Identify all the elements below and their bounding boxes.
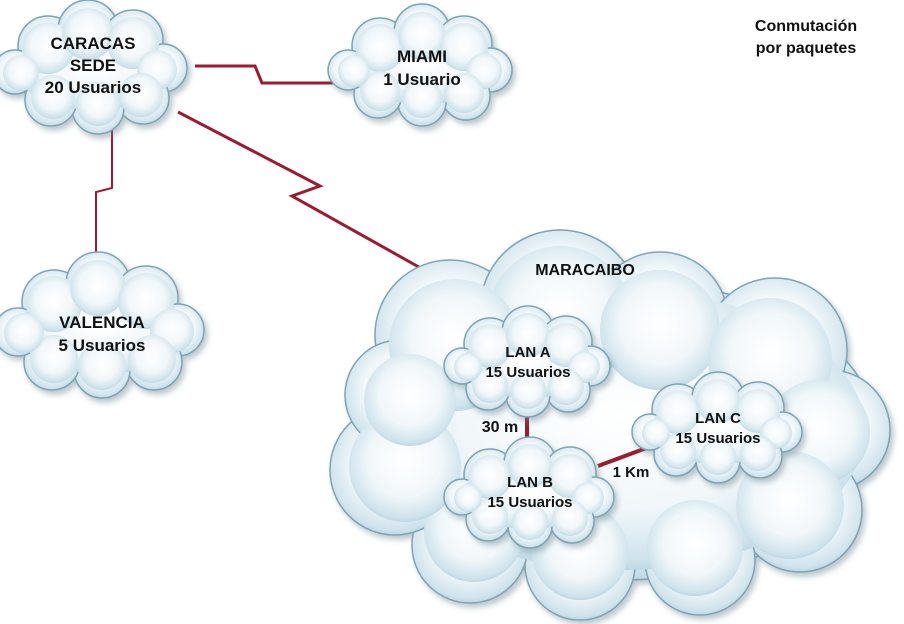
cloud-lan-b xyxy=(443,436,615,549)
cloud-lan-a xyxy=(443,305,611,418)
link-label-30m: 30 m xyxy=(482,419,518,436)
miami-label-line1: MIAMI xyxy=(397,47,447,66)
link-caracas-miami xyxy=(195,64,335,85)
valencia-label-line2: 5 Usuarios xyxy=(59,336,146,355)
cloud-caracas xyxy=(0,0,188,135)
caracas-label-line2: SEDE xyxy=(70,56,116,75)
wan-links xyxy=(95,64,443,282)
diagram-title-line1: Conmutación xyxy=(755,18,857,35)
cloud-valencia xyxy=(0,251,205,399)
cloud-maracaibo xyxy=(329,229,891,621)
diagram-title-line2: por paquetes xyxy=(756,40,857,57)
lan-b-label-line1: LAN B xyxy=(507,474,553,491)
link-caracas-maracaibo xyxy=(177,110,443,282)
miami-label-line2: 1 Usuario xyxy=(383,70,460,89)
lan-c-label-line1: LAN C xyxy=(695,410,741,427)
lan-a-label-line2: 15 Usuarios xyxy=(485,364,570,381)
cloud-miami xyxy=(327,3,513,127)
link-caracas-valencia xyxy=(95,128,113,262)
caracas-label-line3: 20 Usuarios xyxy=(45,78,141,97)
caracas-label-line1: CARACAS xyxy=(51,34,136,53)
lan-c-label-line2: 15 Usuarios xyxy=(675,430,760,447)
valencia-label-line1: VALENCIA xyxy=(59,313,145,332)
cloud-lan-c xyxy=(631,371,803,484)
lan-a-label-line1: LAN A xyxy=(505,344,550,361)
link-label-1km: 1 Km xyxy=(613,464,650,481)
maracaibo-label: MARACAIBO xyxy=(535,262,635,279)
lan-b-label-line2: 15 Usuarios xyxy=(487,494,572,511)
